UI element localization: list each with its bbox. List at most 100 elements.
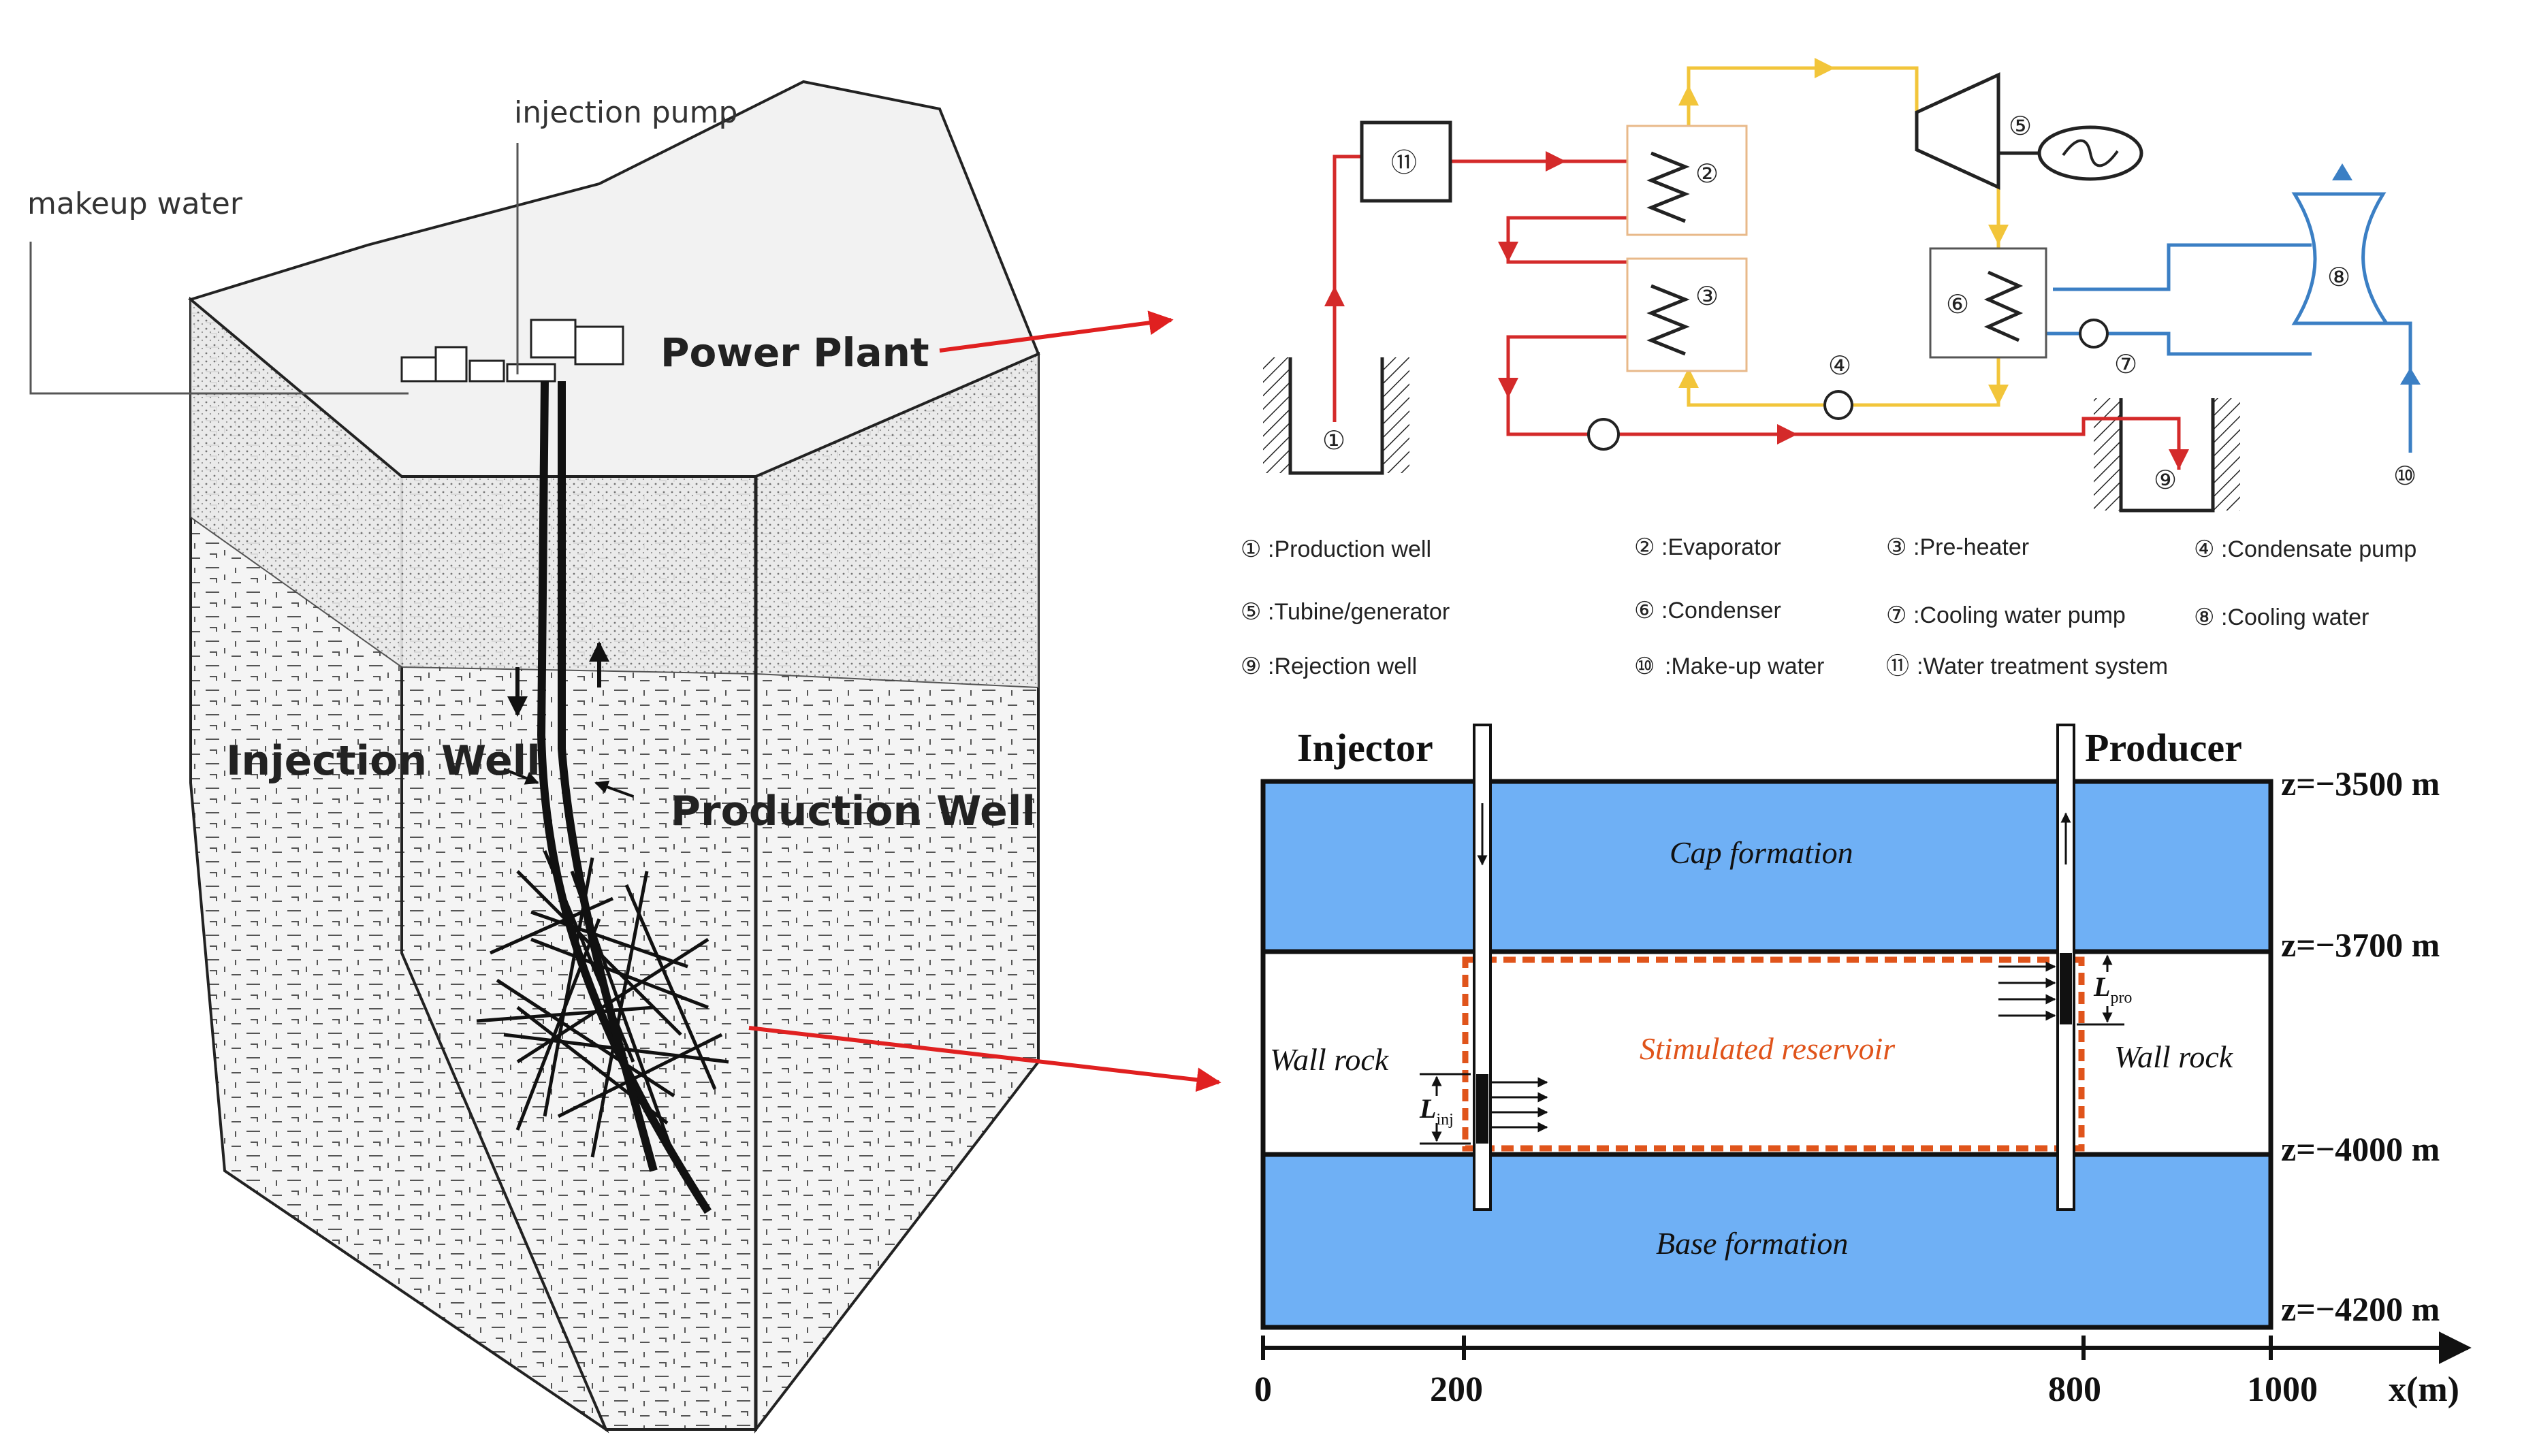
brine-arrows xyxy=(1324,151,2189,470)
l-inj-subscript: inj xyxy=(1436,1111,1453,1129)
orc-schematic: ① ② ③ ④ ⑤ ⑥ ⑦ ⑧ ⑨ ⑩ ⑪ ① :Production well… xyxy=(1241,58,2421,679)
legend-8-text: :Cooling water xyxy=(2221,604,2369,630)
legend-9-num: ⑨ xyxy=(1241,653,1261,679)
wall-rock-right-label: Wall rock xyxy=(2114,1039,2234,1074)
component-numbers: ① ② ③ ④ ⑤ ⑥ ⑦ ⑧ ⑨ ⑩ ⑪ xyxy=(1322,112,2416,495)
middle-layer xyxy=(1260,949,2273,1157)
legend-8-num: ⑧ xyxy=(2194,604,2214,630)
legend-11-text: :Water treatment system xyxy=(1917,653,2168,679)
makeup-water-leader xyxy=(29,242,409,395)
c6-label: ⑥ xyxy=(1946,291,1969,319)
orc-legend: ① :Production well ② :Evaporator ③ :Pre-… xyxy=(1241,534,2416,679)
production-well-pit xyxy=(1263,357,1409,475)
c8-label: ⑧ xyxy=(2327,263,2350,292)
c3-label: ③ xyxy=(1695,282,1719,311)
producer-label: Producer xyxy=(2085,726,2242,770)
x-axis-ticks xyxy=(1261,1336,2273,1360)
c4-label: ④ xyxy=(1828,352,1851,381)
fracture-network xyxy=(476,850,729,1158)
pumps xyxy=(1587,319,2109,451)
legend-2-text: :Evaporator xyxy=(1661,534,1781,560)
injection-pump-label: injection pump xyxy=(514,95,737,130)
legend-7-num: ⑦ xyxy=(1886,602,1906,628)
injector-label: Injector xyxy=(1297,726,1433,770)
depth-label-4200: z=−4200 m xyxy=(2281,1290,2440,1328)
power-plant-label: Power Plant xyxy=(660,329,929,376)
brine-loop xyxy=(1333,155,2181,470)
c1-label: ① xyxy=(1322,427,1345,455)
legend-10-num: ⑩ xyxy=(1634,653,1655,679)
generator-wave xyxy=(2062,139,2119,167)
legend-11-num: ⑪ xyxy=(1886,653,1909,679)
legend-2-num: ② xyxy=(1634,534,1655,560)
x-axis-label: x(m) xyxy=(2389,1370,2459,1409)
evaporator-coil xyxy=(1646,151,1690,223)
water-treatment-box xyxy=(1360,120,1452,203)
l-inj-label: Linj xyxy=(1419,1093,1454,1129)
producer-perforation xyxy=(2060,953,2072,1024)
depth-label-4000: z=−4000 m xyxy=(2281,1130,2440,1168)
x-tick-1000: 1000 xyxy=(2247,1370,2318,1409)
legend-1-num: ① xyxy=(1241,536,1261,562)
legend-10-text: :Make-up water xyxy=(1665,653,1824,679)
x-tick-200: 200 xyxy=(1430,1370,1483,1409)
connector-arrow-reservoir xyxy=(748,1026,1222,1093)
legend-6-text: :Condenser xyxy=(1661,598,1781,624)
legend-9-text: :Rejection well xyxy=(1268,653,1417,679)
cooling-water-arrows xyxy=(2332,163,2421,385)
injection-well-path xyxy=(537,381,712,1214)
makeup-water-label: makeup water xyxy=(27,187,243,221)
l-pro-subscript: pro xyxy=(2110,989,2132,1007)
wall-rock-left-label: Wall rock xyxy=(1270,1042,1390,1077)
preheater-box xyxy=(1626,257,1748,372)
plant-buildings xyxy=(400,319,624,383)
stimulated-reservoir-label: Stimulated reservoir xyxy=(1640,1031,1896,1066)
base-formation-label: Base formation xyxy=(1656,1226,1848,1261)
x-tick-0: 0 xyxy=(1254,1370,1272,1409)
production-arrows xyxy=(1998,961,2056,1021)
condenser-coil xyxy=(1983,270,2024,342)
l-pro-label: Lpro xyxy=(2093,971,2132,1007)
cap-formation xyxy=(1260,779,2273,954)
l-inj-symbol: L xyxy=(1419,1093,1436,1124)
legend-5-num: ⑤ xyxy=(1241,599,1261,625)
production-well-pointer xyxy=(594,780,634,798)
legend-1-text: :Production well xyxy=(1268,536,1431,562)
x-tick-800: 800 xyxy=(2048,1370,2101,1409)
c2-label: ② xyxy=(1695,160,1719,189)
connector-arrow-power-plant xyxy=(939,310,1174,353)
production-well-label: Production Well xyxy=(671,788,1036,835)
geothermal-block-diagram: injection pump makeup water Power Plant … xyxy=(27,80,1222,1434)
depth-label-3500: z=−3500 m xyxy=(2281,764,2440,803)
c9-label: ⑨ xyxy=(2154,466,2177,495)
c10-label: ⑩ xyxy=(2393,462,2416,491)
evaporator-box xyxy=(1626,125,1748,236)
injection-well-pointer xyxy=(503,768,539,785)
injection-arrows xyxy=(1491,1077,1548,1133)
c5-label: ⑤ xyxy=(2009,112,2032,141)
c11-label: ⑪ xyxy=(1391,149,1417,178)
cooling-tower-icon xyxy=(2291,192,2390,325)
stimulated-reservoir-outline xyxy=(1462,956,2085,1152)
legend-7-text: :Cooling water pump xyxy=(1913,602,2126,628)
turbine-icon xyxy=(1915,72,2000,190)
cap-formation-label: Cap formation xyxy=(1670,835,1853,870)
legend-5-text: :Tubine/generator xyxy=(1268,599,1450,625)
injector-perforation xyxy=(1476,1074,1488,1144)
reservoir-model: Injector Producer Cap formation Base for… xyxy=(1254,724,2472,1409)
depth-label-3700: z=−3700 m xyxy=(2281,926,2440,964)
preheater-coil xyxy=(1646,284,1690,356)
condenser-box xyxy=(1929,247,2047,359)
legend-6-num: ⑥ xyxy=(1634,598,1655,624)
injection-well-label: Injection Well xyxy=(226,737,541,785)
legend-4-num: ④ xyxy=(2194,536,2214,562)
base-formation xyxy=(1260,1152,2273,1330)
legend-4-text: :Condensate pump xyxy=(2221,536,2416,562)
l-pro-symbol: L xyxy=(2093,971,2110,1002)
legend-3-num: ③ xyxy=(1886,534,1906,560)
production-well-path xyxy=(558,381,658,1172)
legend-3-text: :Pre-heater xyxy=(1913,534,2029,560)
perforation-dimensions xyxy=(1420,952,2124,1145)
c7-label: ⑦ xyxy=(2114,351,2137,379)
